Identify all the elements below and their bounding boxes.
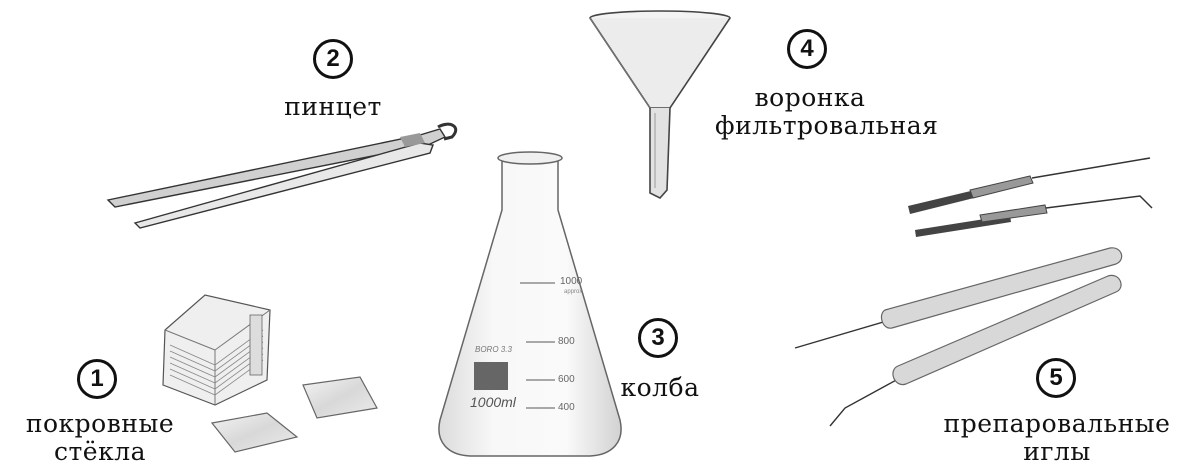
cover-glass-box (162, 294, 271, 406)
item-number-3: 3 (638, 318, 678, 358)
label-line: воронка (754, 83, 866, 112)
flask-volume-text: 1000ml (470, 394, 516, 410)
item-number-1: 1 (77, 359, 117, 399)
cover-glasses-illustration (162, 294, 378, 453)
metal-needle (908, 157, 1151, 214)
flask-graduation-800: 800 (558, 336, 575, 347)
flask-brand-text: BORO 3.3 (475, 345, 512, 354)
cover-glasses-label: покровные стёкла (0, 410, 200, 466)
flask-label-patch (474, 362, 508, 390)
label-line: колба (620, 373, 700, 402)
tweezers-label: пинцет (233, 93, 433, 121)
funnel-label: воронка фильтровальная (715, 83, 939, 140)
flask-graduation-600: 600 (558, 374, 575, 385)
flask-graduation-400: 400 (558, 402, 575, 413)
item-number-4: 4 (787, 29, 827, 69)
dissecting-needles-illustration (794, 157, 1153, 427)
item-number-5: 5 (1036, 358, 1076, 398)
label-line: фильтровальная (715, 111, 939, 140)
flask-graduation-1000: 1000 (560, 276, 583, 287)
funnel-illustration (589, 10, 731, 199)
flask-label: колба (600, 374, 720, 402)
cover-glass-slide (210, 412, 299, 453)
label-line: стёкла (53, 437, 147, 466)
label-line: пинцет (284, 92, 382, 121)
wooden-needle (794, 247, 1123, 349)
flask-illustration (438, 151, 622, 457)
label-line: иглы (1023, 437, 1091, 466)
wooden-needle (829, 274, 1122, 427)
dissecting-needles-label: препаровальные иглы (935, 410, 1179, 466)
cover-glass-slide (302, 376, 378, 419)
tweezers-illustration (106, 122, 458, 229)
label-line: покровные (25, 409, 175, 438)
label-line: препаровальные (943, 409, 1171, 438)
metal-needle (915, 195, 1153, 237)
flask-small-text: approx (564, 289, 583, 295)
item-number-2: 2 (313, 39, 353, 79)
